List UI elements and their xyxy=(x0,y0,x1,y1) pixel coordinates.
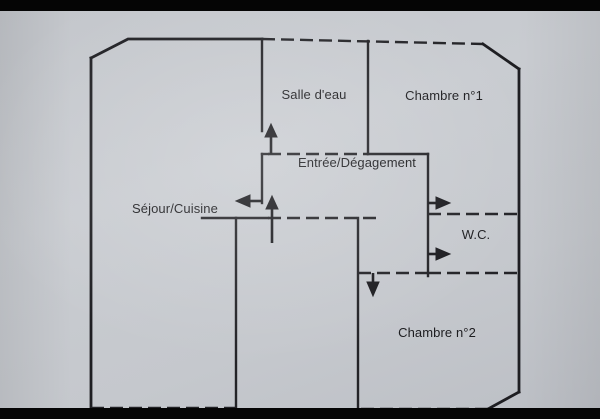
door-arrow-chambre1 xyxy=(428,196,452,210)
outer-wall-top-right-bevel xyxy=(481,42,521,71)
letterbox-bar-bottom xyxy=(0,408,600,419)
room-label-sejour-cuisine: Séjour/Cuisine xyxy=(132,201,218,216)
room-label-salle-deau: Salle d'eau xyxy=(281,87,346,102)
room-label-entree-degagement: Entrée/Dégagement xyxy=(298,155,416,170)
door-arrow-wc xyxy=(428,247,452,261)
room-label-chambre-1: Chambre n°1 xyxy=(405,88,483,103)
room-label-chambre-2: Chambre n°2 xyxy=(398,325,476,340)
door-arrow-entree-main xyxy=(265,194,279,243)
outer-wall-top-left-bevel xyxy=(89,37,264,60)
letterbox-bar-top xyxy=(0,0,600,11)
floor-plan-paper: Séjour/Cuisine Salle d'eau Chambre n°1 E… xyxy=(0,11,600,408)
room-label-wc: W.C. xyxy=(462,227,491,242)
outer-wall-top-dashed xyxy=(261,37,484,46)
door-arrow-chambre2 xyxy=(366,273,380,298)
outer-wall-bottom-right-bevel xyxy=(486,390,521,408)
door-arrow-salle-deau xyxy=(264,122,278,154)
door-arrow-entree-to-sejour xyxy=(234,194,262,208)
floor-plan-drawing: Séjour/Cuisine Salle d'eau Chambre n°1 E… xyxy=(89,37,521,408)
